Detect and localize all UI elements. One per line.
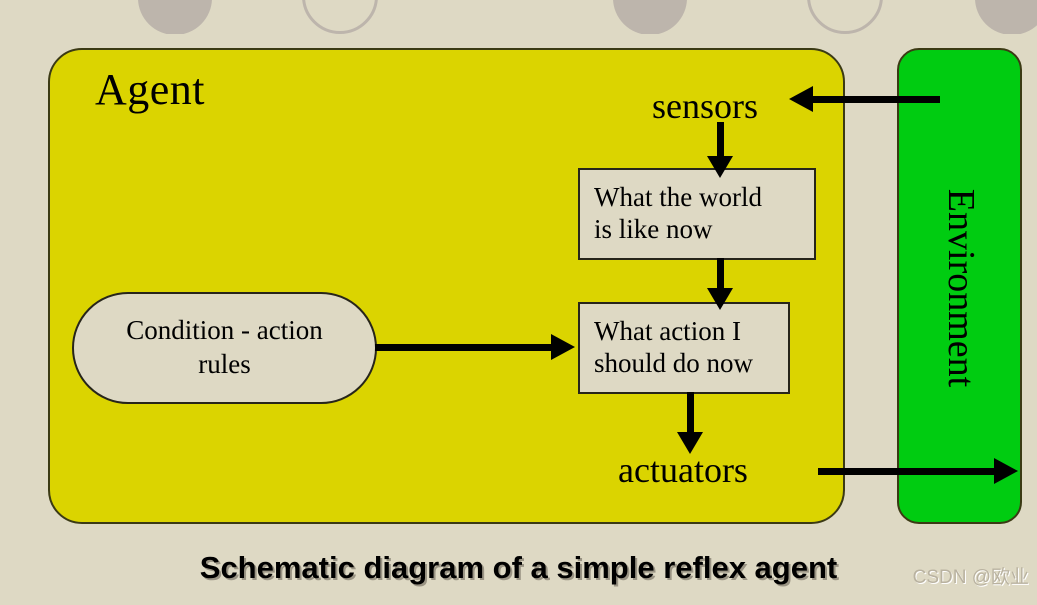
arrow-actuators-to-environment-head-icon <box>994 458 1018 484</box>
arrow-sensors-to-world-head-icon <box>707 156 733 178</box>
sensors-label: sensors <box>652 86 758 126</box>
condition-action-rules-text: Condition - action rules <box>126 314 322 382</box>
environment-panel-label: Environment <box>940 188 983 388</box>
process-box-world-state-line2: is like now <box>594 213 713 244</box>
process-box-world-state-line1: What the world <box>594 182 762 212</box>
arrow-actuators-to-environment-shaft <box>818 468 998 475</box>
deco-circle-outlined <box>807 0 883 34</box>
arrow-environment-to-sensors-head-icon <box>789 86 813 112</box>
condition-action-rules-line1: Condition - action <box>126 315 323 346</box>
process-box-action-choice-line1: What action I <box>594 316 741 346</box>
agent-panel <box>48 48 845 524</box>
arrow-rules-to-action-shaft <box>375 344 555 351</box>
arrow-sensors-to-world-shaft <box>717 122 724 162</box>
arrow-environment-to-sensors-shaft <box>812 96 940 103</box>
process-box-action-choice: What action I should do now <box>578 302 790 394</box>
deco-circle-outlined <box>302 0 378 34</box>
condition-action-rules-box: Condition - action rules <box>72 292 377 404</box>
arrow-world-to-action-shaft <box>717 258 724 296</box>
deco-circle-filled <box>138 0 212 34</box>
actuators-label: actuators <box>618 450 748 490</box>
arrow-action-to-actuators-head-icon <box>677 432 703 454</box>
agent-panel-title: Agent <box>95 65 206 114</box>
diagram-caption: Schematic diagram of a simple reflex age… <box>199 550 838 585</box>
deco-circle-filled <box>613 0 687 34</box>
condition-action-rules-line2: rules <box>198 349 251 379</box>
arrow-world-to-action-head-icon <box>707 288 733 310</box>
arrow-action-to-actuators-shaft <box>687 392 694 440</box>
watermark: CSDN @欧业 <box>912 567 1029 588</box>
arrow-rules-to-action-head-icon <box>551 334 575 360</box>
environment-panel-label-wrap: Environment <box>899 50 1024 526</box>
process-box-world-state: What the world is like now <box>578 168 816 260</box>
top-decoration-band <box>0 0 1037 34</box>
process-box-action-choice-line2: should do now <box>594 347 754 378</box>
deco-circle-filled <box>975 0 1037 34</box>
environment-panel: Environment <box>897 48 1022 524</box>
